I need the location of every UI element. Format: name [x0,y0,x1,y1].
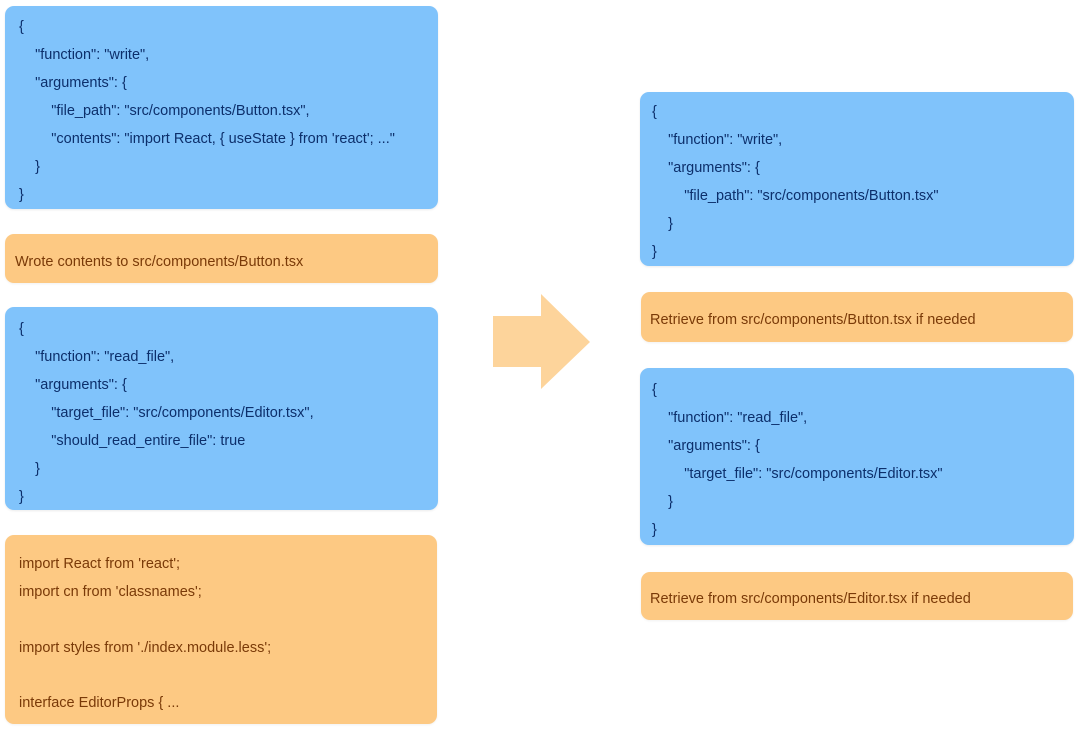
code-line: interface EditorProps { ... [19,695,180,711]
code-line: import React from 'react'; [19,556,181,572]
right-read-call-box: { "function": "read_file", "arguments": … [640,368,1074,545]
code-line: import cn from 'classnames'; [19,584,202,600]
right-write-result-box: Retrieve from src/components/Button.tsx … [641,292,1073,342]
code-line: "contents": "import React, { useState } … [19,131,395,147]
code-line: } [19,187,24,203]
left-write-result-box: Wrote contents to src/components/Button.… [5,234,438,283]
code-line: "target_file": "src/components/Editor.ts… [652,466,943,482]
left-read-call-box: { "function": "read_file", "arguments": … [5,307,438,510]
code-line: "function": "read_file", [652,410,808,426]
code-line: "should_read_entire_file": true [19,433,246,449]
code-line: } [652,522,657,538]
code-line: } [652,244,657,260]
code-line: } [652,494,673,510]
code-line: } [19,159,40,175]
result-text: Wrote contents to src/components/Button.… [15,254,304,270]
code-line: "function": "write", [652,132,783,148]
code-line: import styles from './index.module.less'… [19,640,272,656]
arrow-shape [493,294,590,389]
code-line: "arguments": { [652,160,760,176]
code-line: { [19,19,24,35]
code-line: "arguments": { [19,377,127,393]
code-line: } [652,216,673,232]
right-arrow-icon [493,294,590,389]
code-line: { [652,382,657,398]
code-line: "file_path": "src/components/Button.tsx" [652,188,939,204]
code-line: "arguments": { [652,438,760,454]
code-line: { [652,104,657,120]
code-line: "target_file": "src/components/Editor.ts… [19,405,314,421]
right-write-call-box: { "function": "write", "arguments": { "f… [640,92,1074,266]
code-line: { [19,321,24,337]
result-text: Retrieve from src/components/Button.tsx … [650,312,976,328]
right-read-result-box: Retrieve from src/components/Editor.tsx … [641,572,1073,620]
left-write-call-box: { "function": "write", "arguments": { "f… [5,6,438,209]
code-line: } [19,489,24,505]
code-line: "function": "write", [19,47,150,63]
code-line: "file_path": "src/components/Button.tsx"… [19,103,310,119]
code-line: "arguments": { [19,75,127,91]
left-read-result-box: import React from 'react'; import cn fro… [5,535,437,724]
result-text: Retrieve from src/components/Editor.tsx … [650,591,971,607]
code-line: "function": "read_file", [19,349,175,365]
code-line: } [19,461,40,477]
